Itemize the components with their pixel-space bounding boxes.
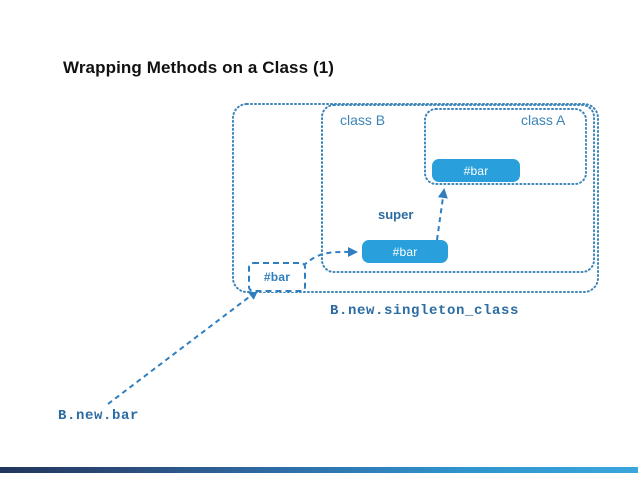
entry-call-code-label: B.new.bar (58, 408, 140, 424)
arrow-singleton-bar-to-class-b-bar (302, 246, 358, 267)
page-title: Wrapping Methods on a Class (1) (63, 58, 335, 77)
singleton-class-code-label: B.new.singleton_class (330, 303, 520, 319)
arrow-super-class-b-to-class-a (436, 188, 448, 241)
method-bar-class-b: #bar (362, 240, 448, 263)
super-label: super (378, 207, 414, 222)
class-a-box (424, 108, 587, 185)
bottom-accent-rule (0, 467, 638, 473)
class-b-label: class B (340, 112, 386, 128)
method-bar-class-a: #bar (432, 159, 520, 182)
arrow-entry-to-singleton-bar (107, 289, 259, 405)
class-b-box (321, 104, 595, 273)
method-bar-singleton: #bar (248, 262, 306, 292)
singleton-class-box (232, 103, 599, 293)
class-a-label: class A (521, 112, 566, 128)
